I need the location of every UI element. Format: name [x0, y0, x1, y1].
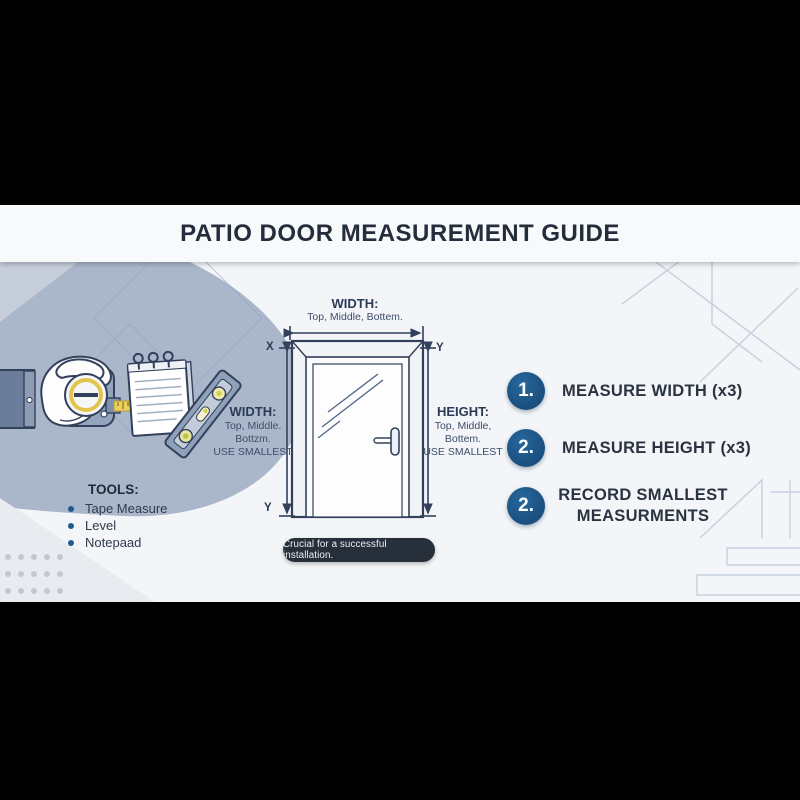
- bullet-dot-icon: [68, 522, 74, 529]
- blueprint-lines: [621, 262, 800, 596]
- step-row-3: 2. RECORD SMALLEST MEASURMENTS: [507, 485, 728, 527]
- height-side-label: HEIGHT: Top, Middle, Bottem. USE SMALLES…: [413, 404, 513, 459]
- tool-label: Level: [85, 518, 117, 533]
- step-number-badge: 2.: [507, 487, 545, 525]
- width-side-label: WIDTH: Top, Middle. Bottzm. USE SMALLEST: [203, 404, 303, 459]
- main-content: WIDTH: Top, Middle, Bottem. X Y Y WIDTH:…: [0, 262, 800, 602]
- bullet-dot-icon: [68, 539, 74, 546]
- height-side-line3: USE SMALLEST: [423, 446, 503, 458]
- spirit-level: [164, 369, 242, 459]
- width-side-line1: Top, Middle.: [224, 420, 282, 432]
- height-side-line1: Top, Middle,: [434, 420, 492, 432]
- step-label: MEASURE HEIGHT (x3): [562, 438, 752, 457]
- step-label-line1: RECORD SMALLEST: [558, 486, 728, 504]
- marker-x: X: [266, 341, 274, 353]
- height-side-heading: HEIGHT:: [437, 404, 489, 419]
- step-row-1: 1. MEASURE WIDTH (x3): [507, 372, 743, 410]
- tool-item-tape-measure: Tape Measure: [68, 500, 167, 517]
- step-number-badge: 2.: [507, 429, 545, 467]
- step-label-line2: MEASURMENTS: [576, 507, 710, 525]
- tools-section: TOOLS:: [88, 482, 139, 497]
- tape-face: [64, 373, 108, 418]
- bullet-dot-icon: [68, 505, 74, 512]
- height-arrow-right: [420, 341, 436, 517]
- height-side-line2: Bottem.: [444, 433, 482, 445]
- step-label: RECORD SMALLEST MEASURMENTS: [558, 485, 728, 527]
- glass-reflection: [317, 373, 384, 439]
- step-number-badge: 1.: [507, 372, 545, 410]
- corner-wedge: [0, 498, 155, 602]
- width-arrow: [283, 326, 424, 340]
- step-row-2: 2. MEASURE HEIGHT (x3): [507, 429, 751, 467]
- tool-label: Tape Measure: [85, 501, 168, 516]
- width-top-label: WIDTH: Top, Middle, Bottem.: [280, 296, 430, 324]
- tool-item-notepad: Notepaad: [68, 534, 141, 551]
- door-diagram: [279, 326, 436, 519]
- width-top-sub: Top, Middle, Bottem.: [307, 311, 403, 323]
- note-pill: Crucial for a successful installation.: [283, 538, 435, 562]
- door-handle: [373, 427, 400, 456]
- tool-label: Notepaad: [85, 535, 142, 550]
- title-band: PATIO DOOR MEASUREMENT GUIDE: [0, 205, 800, 262]
- width-side-line2: Bottzm.: [235, 433, 271, 445]
- marker-y-bottom-left: Y: [264, 502, 272, 514]
- sleeve: [0, 369, 36, 429]
- width-side-heading: WIDTH:: [229, 404, 277, 419]
- page-title: PATIO DOOR MEASUREMENT GUIDE: [180, 219, 620, 247]
- width-top-heading: WIDTH:: [331, 296, 379, 311]
- height-arrow-left: [279, 341, 295, 517]
- width-side-line3: USE SMALLEST: [213, 446, 293, 458]
- tools-heading: TOOLS:: [88, 482, 139, 497]
- marker-y-top-right: Y: [436, 342, 444, 354]
- tool-item-level: Level: [68, 517, 116, 534]
- note-text: Crucial for a successful installation.: [283, 539, 387, 561]
- step-label: MEASURE WIDTH (x3): [562, 381, 743, 400]
- tools-illustration: [0, 350, 242, 459]
- dot-grid: [5, 554, 63, 594]
- scene-graphics: [0, 262, 800, 602]
